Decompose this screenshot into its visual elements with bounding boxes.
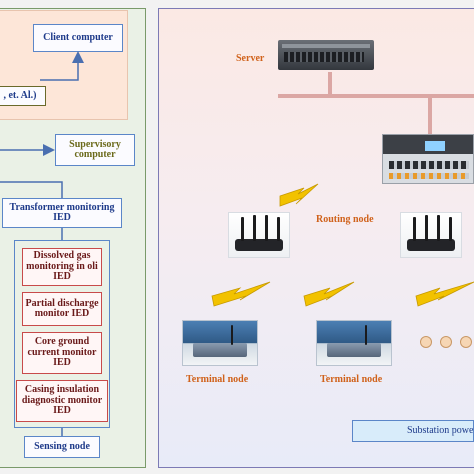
switch-device <box>382 134 474 184</box>
sensing-node-label: Sensing node <box>34 440 90 452</box>
client-computer-label: Client computer <box>43 31 113 43</box>
lightning-icon <box>279 183 319 207</box>
arrow-to-client <box>40 51 84 81</box>
substation-label: Substation powe <box>407 425 474 436</box>
switch-drop-line <box>428 96 432 136</box>
left-connectors <box>0 51 84 436</box>
bus-line <box>278 94 474 98</box>
terminal-node-label-1: Terminal node <box>186 374 249 385</box>
transformer-ied-label: Transformer monitoring IED <box>9 201 115 223</box>
router-icon-1 <box>228 212 290 258</box>
transformer-ied-box: Transformer monitoring IED <box>2 198 122 228</box>
sensing-node-box: Sensing node <box>24 436 100 458</box>
supervisory-computer-label: Supervisory computer <box>69 138 121 160</box>
sensing-ied-box-2: Partial discharge monitor IED <box>22 292 102 326</box>
terminal-device-1 <box>182 320 258 366</box>
supervisory-computer-box: Supervisory computer <box>55 134 135 166</box>
substation-box: Substation powe <box>352 420 474 442</box>
sensing-ied-label-1: Dissolved gas monitoring in oli IED <box>26 250 98 283</box>
terminal-node-label-2: Terminal node <box>320 374 383 385</box>
client-computer-box: Client computer <box>33 24 123 52</box>
sensing-group <box>14 240 110 428</box>
sensing-ied-box-1: Dissolved gas monitoring in oli IED <box>22 248 102 286</box>
terminal-device-2 <box>316 320 392 366</box>
sensing-ied-label-4: Casing insulation diagnostic monitor IED <box>21 384 103 417</box>
ellipsis-dot <box>440 336 452 348</box>
sensing-ied-box-4: Casing insulation diagnostic monitor IED <box>16 380 108 422</box>
routing-node-label: Routing node <box>316 214 374 225</box>
sensing-ied-label-3: Core ground current monitor IED <box>27 336 97 369</box>
ellipsis-dot <box>460 336 472 348</box>
line-to-transformer <box>0 181 63 198</box>
server-device <box>278 40 374 70</box>
ellipsis-dot <box>420 336 432 348</box>
lightning-icon <box>303 281 355 307</box>
router-icon-2 <box>400 212 462 258</box>
cut-reference-label: , et. Al.) <box>3 89 37 101</box>
sensing-ied-label-2: Partial discharge monitor IED <box>25 297 99 319</box>
sensing-ied-box-3: Core ground current monitor IED <box>22 332 102 374</box>
server-drop-line <box>328 72 332 96</box>
lightning-icon <box>415 281 474 307</box>
lightning-icon <box>211 281 271 307</box>
cut-reference-box: , et. Al.) <box>0 86 46 106</box>
server-label: Server <box>236 53 265 64</box>
